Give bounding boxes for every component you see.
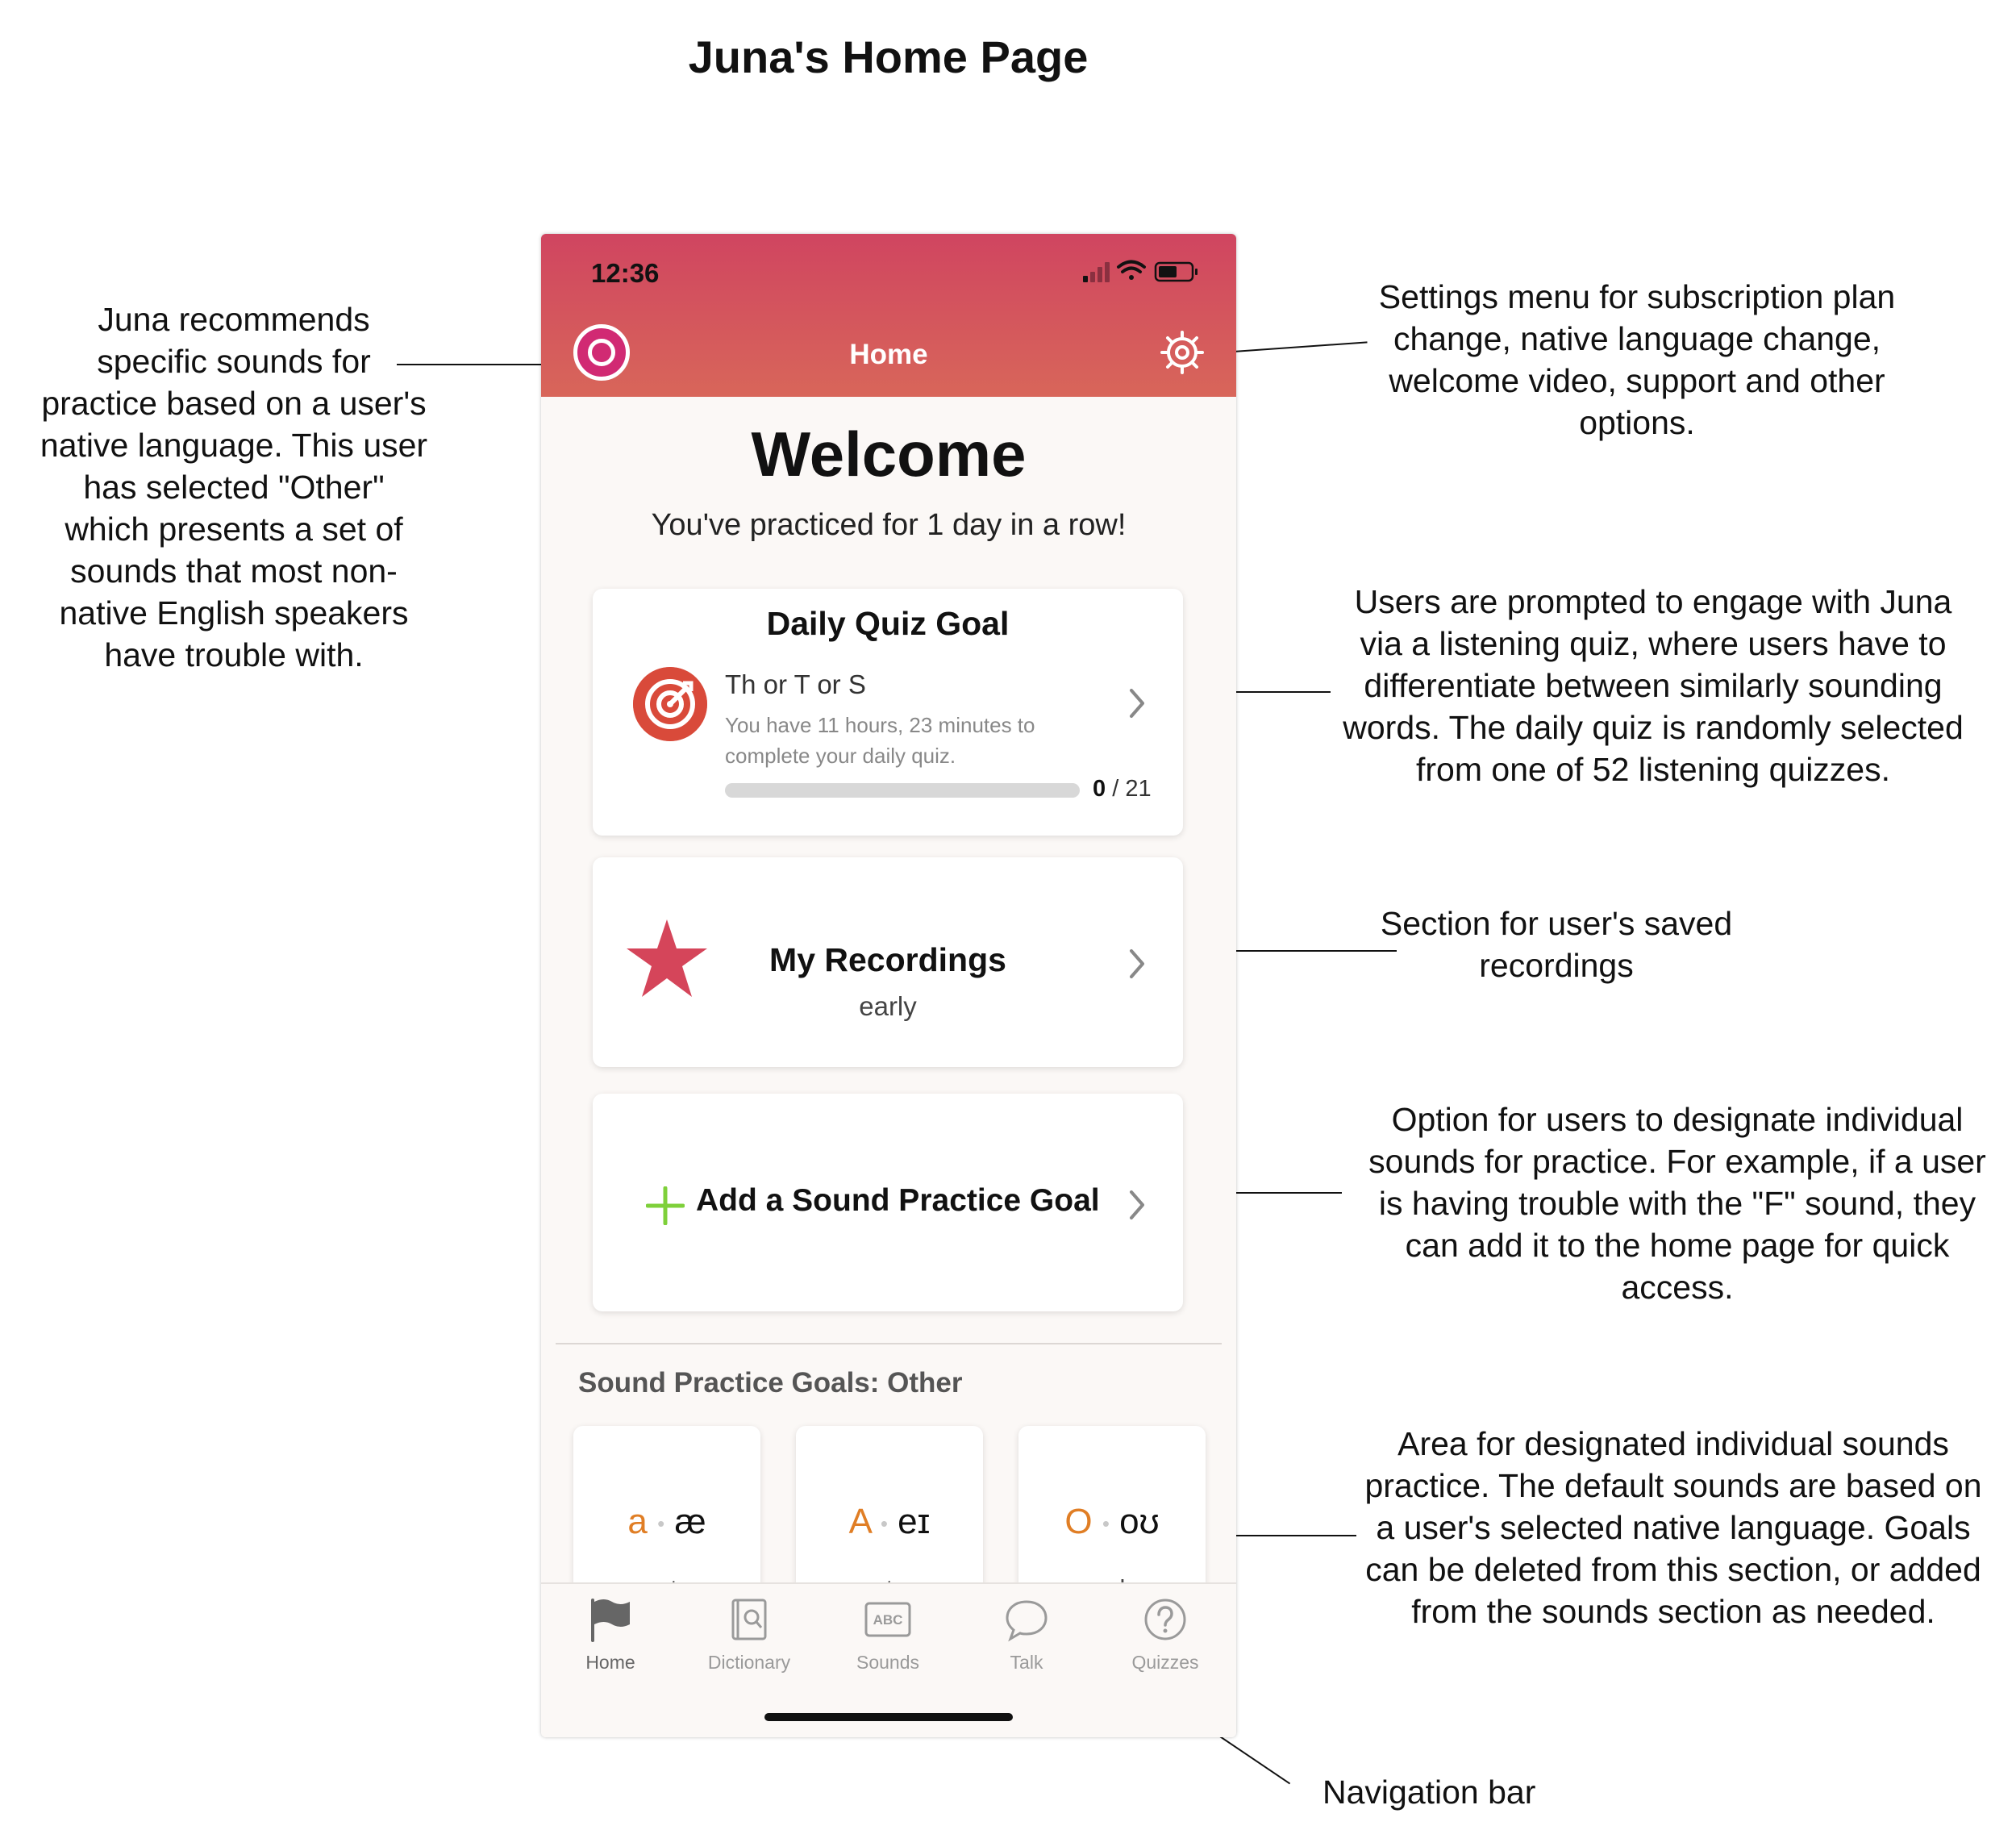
profile-ring-icon[interactable] xyxy=(573,324,630,381)
section-divider xyxy=(556,1343,1222,1344)
annotation-line-sounds-area xyxy=(1198,1535,1356,1536)
quiz-progress-bar xyxy=(725,783,1080,798)
separator-dot: • xyxy=(1102,1511,1110,1536)
app-header: 12:36 Home xyxy=(541,234,1236,397)
quiz-count: 0 / 21 xyxy=(1093,776,1152,802)
annotation-line-recordings xyxy=(1159,950,1397,952)
sound-ipa: eɪ xyxy=(898,1502,931,1541)
add-sound-goal-card[interactable]: Add a Sound Practice Goal xyxy=(593,1094,1183,1311)
dictionary-icon xyxy=(731,1599,767,1640)
separator-dot: • xyxy=(880,1511,888,1536)
navigation-bar: Home Dictionary ABC Sounds Talk xyxy=(541,1582,1236,1737)
welcome-title: Welcome xyxy=(751,419,1027,490)
page-title: Juna's Home Page xyxy=(688,31,1089,82)
annotation-line-quiz xyxy=(1161,691,1331,693)
svg-text:ABC: ABC xyxy=(873,1612,903,1628)
home-indicator xyxy=(764,1713,1013,1721)
nav-label: Talk xyxy=(1010,1652,1043,1673)
annotation-navbar: Navigation bar xyxy=(1322,1774,1536,1811)
plus-icon xyxy=(646,1186,685,1225)
separator-dot: • xyxy=(657,1511,665,1536)
recordings-subtitle: early xyxy=(859,991,917,1021)
nav-sounds[interactable]: ABC Sounds xyxy=(818,1595,957,1674)
sound-symbols: A • eɪ xyxy=(796,1502,983,1542)
sound-letter: A xyxy=(848,1502,871,1541)
nav-dictionary[interactable]: Dictionary xyxy=(680,1595,818,1674)
nav-label: Dictionary xyxy=(707,1652,791,1673)
sound-symbols: a • æ xyxy=(573,1502,760,1542)
wifi-icon xyxy=(1117,260,1146,280)
sound-symbols: O • oʊ xyxy=(1018,1502,1206,1542)
star-icon xyxy=(627,919,707,997)
annotation-line-recommend xyxy=(397,364,597,365)
annotation-line-add-goal xyxy=(1171,1192,1342,1194)
quiz-count-total: 21 xyxy=(1125,776,1152,802)
nav-label: Sounds xyxy=(856,1652,919,1673)
streak-text: You've practiced for 1 day in a row! xyxy=(651,508,1127,542)
flag-icon xyxy=(591,1599,630,1642)
chevron-right-icon xyxy=(1130,949,1144,978)
sound-ipa: æ xyxy=(674,1502,706,1541)
nav-home[interactable]: Home xyxy=(541,1595,680,1674)
chevron-right-icon xyxy=(1130,689,1144,718)
daily-quiz-card[interactable]: Daily Quiz Goal Th or T or S You have 11… xyxy=(593,589,1183,836)
sound-letter: O xyxy=(1064,1502,1093,1541)
phone-screen: 12:36 Home xyxy=(541,234,1236,1737)
quiz-count-done: 0 xyxy=(1093,776,1106,802)
battery-icon xyxy=(1154,261,1198,282)
quiz-card-title: Daily Quiz Goal xyxy=(766,605,1010,642)
quiz-name: Th or T or S xyxy=(725,669,866,699)
goals-section-title: Sound Practice Goals: Other xyxy=(578,1367,963,1399)
nav-talk[interactable]: Talk xyxy=(957,1595,1096,1674)
gear-icon[interactable] xyxy=(1159,329,1206,376)
nav-label: Quizzes xyxy=(1131,1652,1199,1673)
chevron-right-icon xyxy=(1130,1190,1144,1219)
quiz-count-sep: / xyxy=(1106,776,1126,802)
speech-bubble-icon xyxy=(1006,1600,1048,1642)
question-icon xyxy=(1144,1599,1186,1640)
my-recordings-card[interactable]: My Recordings early xyxy=(593,857,1183,1067)
abc-icon: ABC xyxy=(864,1602,911,1637)
annotation-add-goal: Option for users to designate individual… xyxy=(1368,1101,1986,1306)
header-title: Home xyxy=(849,339,928,370)
status-time: 12:36 xyxy=(591,258,660,288)
recordings-title: My Recordings xyxy=(769,941,1006,978)
sound-ipa: oʊ xyxy=(1119,1502,1160,1541)
nav-label: Home xyxy=(585,1652,635,1673)
quiz-description: You have 11 hours, 23 minutes to complet… xyxy=(725,713,1035,768)
sound-letter: a xyxy=(627,1502,648,1541)
signal-icon xyxy=(1083,262,1110,282)
add-goal-label: Add a Sound Practice Goal xyxy=(696,1183,1100,1218)
target-icon xyxy=(633,667,707,741)
nav-quizzes[interactable]: Quizzes xyxy=(1096,1595,1235,1674)
status-icons xyxy=(1083,260,1198,282)
